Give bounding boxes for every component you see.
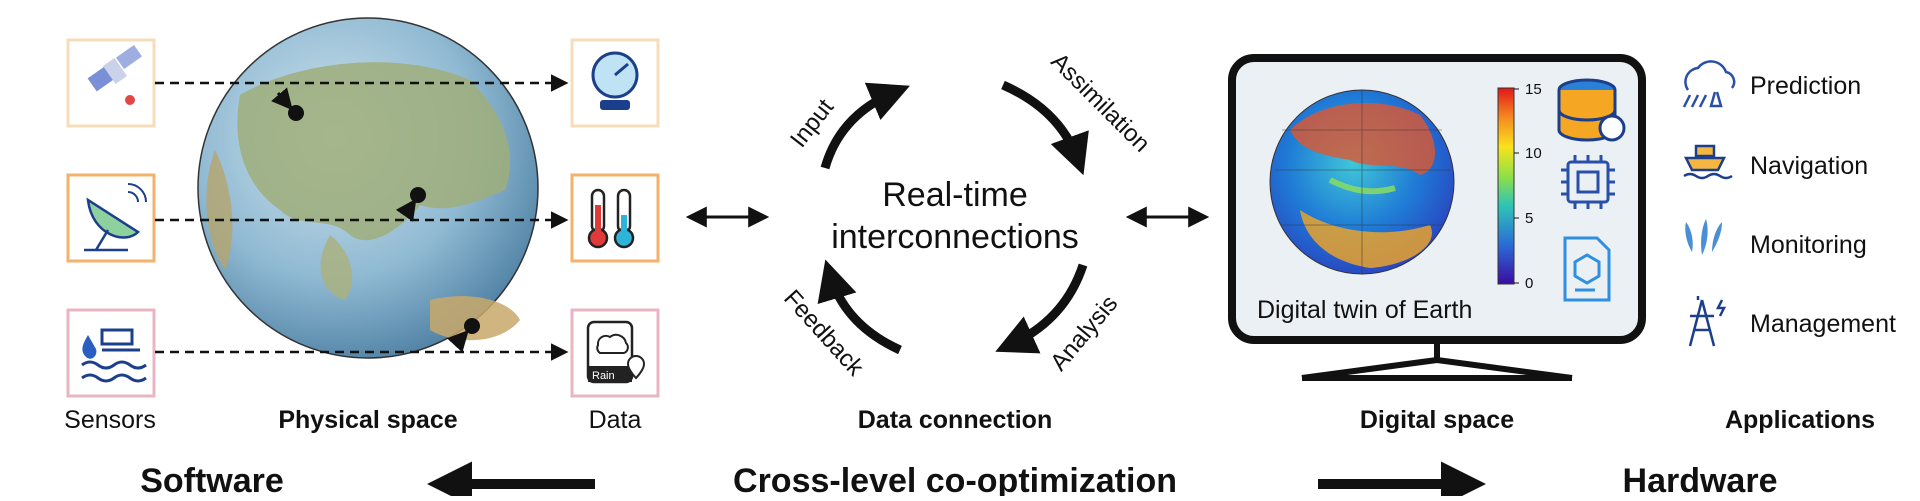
center-line-1: Real-time — [882, 176, 1027, 214]
satellite-icon — [87, 44, 143, 105]
cycle-arrows — [817, 80, 1089, 355]
software-label: Software — [140, 462, 284, 496]
tick-15: 15 — [1525, 81, 1542, 98]
ocean-sensor-box — [66, 308, 156, 398]
digital-twin-globe — [1269, 89, 1455, 275]
tick-5: 5 — [1525, 210, 1533, 227]
colorbar — [1497, 87, 1515, 285]
digital-space-panel: 15 10 5 0 Digital twin of Earth Digital … — [1228, 54, 1646, 434]
applications-label: Applications — [1725, 406, 1875, 434]
management-icon — [1688, 296, 1727, 347]
earth-globe — [197, 17, 539, 359]
data-connection-label: Data connection — [858, 406, 1052, 434]
colorbar-ticks: 15 10 5 0 — [1514, 81, 1542, 292]
navigation-icon — [1683, 144, 1733, 180]
gauge-icon — [591, 51, 639, 110]
ocean-station-icon — [81, 328, 147, 383]
app-management: Management — [1750, 310, 1896, 338]
database-icon — [1557, 78, 1626, 142]
globe-points — [271, 87, 480, 353]
blueprint-icon — [1563, 236, 1611, 302]
app-monitoring: Monitoring — [1750, 231, 1867, 259]
tick-10: 10 — [1525, 145, 1542, 162]
satellite-dish-icon — [84, 183, 147, 252]
digital-twin-label: Digital twin of Earth — [1257, 296, 1472, 324]
assimilation-label: Assimilation — [1045, 48, 1155, 158]
applications-panel: Prediction Navigation Monitoring Managem… — [1682, 60, 1896, 434]
bottom-row: Software Cross-level co-optimization Har… — [140, 461, 1778, 501]
analysis-label: Analysis — [1045, 290, 1123, 376]
center-line-2: interconnections — [831, 218, 1079, 256]
thermometer-data-box — [570, 173, 660, 263]
app-prediction: Prediction — [1750, 72, 1861, 100]
feedback-label: Feedback — [778, 285, 869, 382]
cross-level-label: Cross-level co-optimization — [733, 462, 1177, 496]
rain-gauge-icon: Rain — [586, 320, 646, 384]
tick-0: 0 — [1525, 275, 1533, 292]
satellite-sensor-box — [66, 38, 156, 128]
app-navigation: Navigation — [1750, 152, 1868, 180]
physical-space-panel: Rain Sensors Physical space Data — [64, 17, 660, 434]
data-label: Data — [589, 406, 642, 434]
chip-icon — [1561, 155, 1615, 209]
digital-space-label: Digital space — [1360, 406, 1514, 434]
sensors-label: Sensors — [64, 406, 156, 434]
monitoring-icon — [1685, 219, 1722, 255]
thermometer-icon — [587, 188, 635, 249]
rain-label: Rain — [592, 370, 615, 382]
data-connection-panel: Input Assimilation Analysis Feedback Rea… — [685, 48, 1210, 434]
hardware-label: Hardware — [1623, 462, 1778, 496]
dashed-data-arrows — [155, 74, 569, 361]
physical-space-label: Physical space — [278, 406, 457, 434]
prediction-icon — [1682, 60, 1736, 108]
